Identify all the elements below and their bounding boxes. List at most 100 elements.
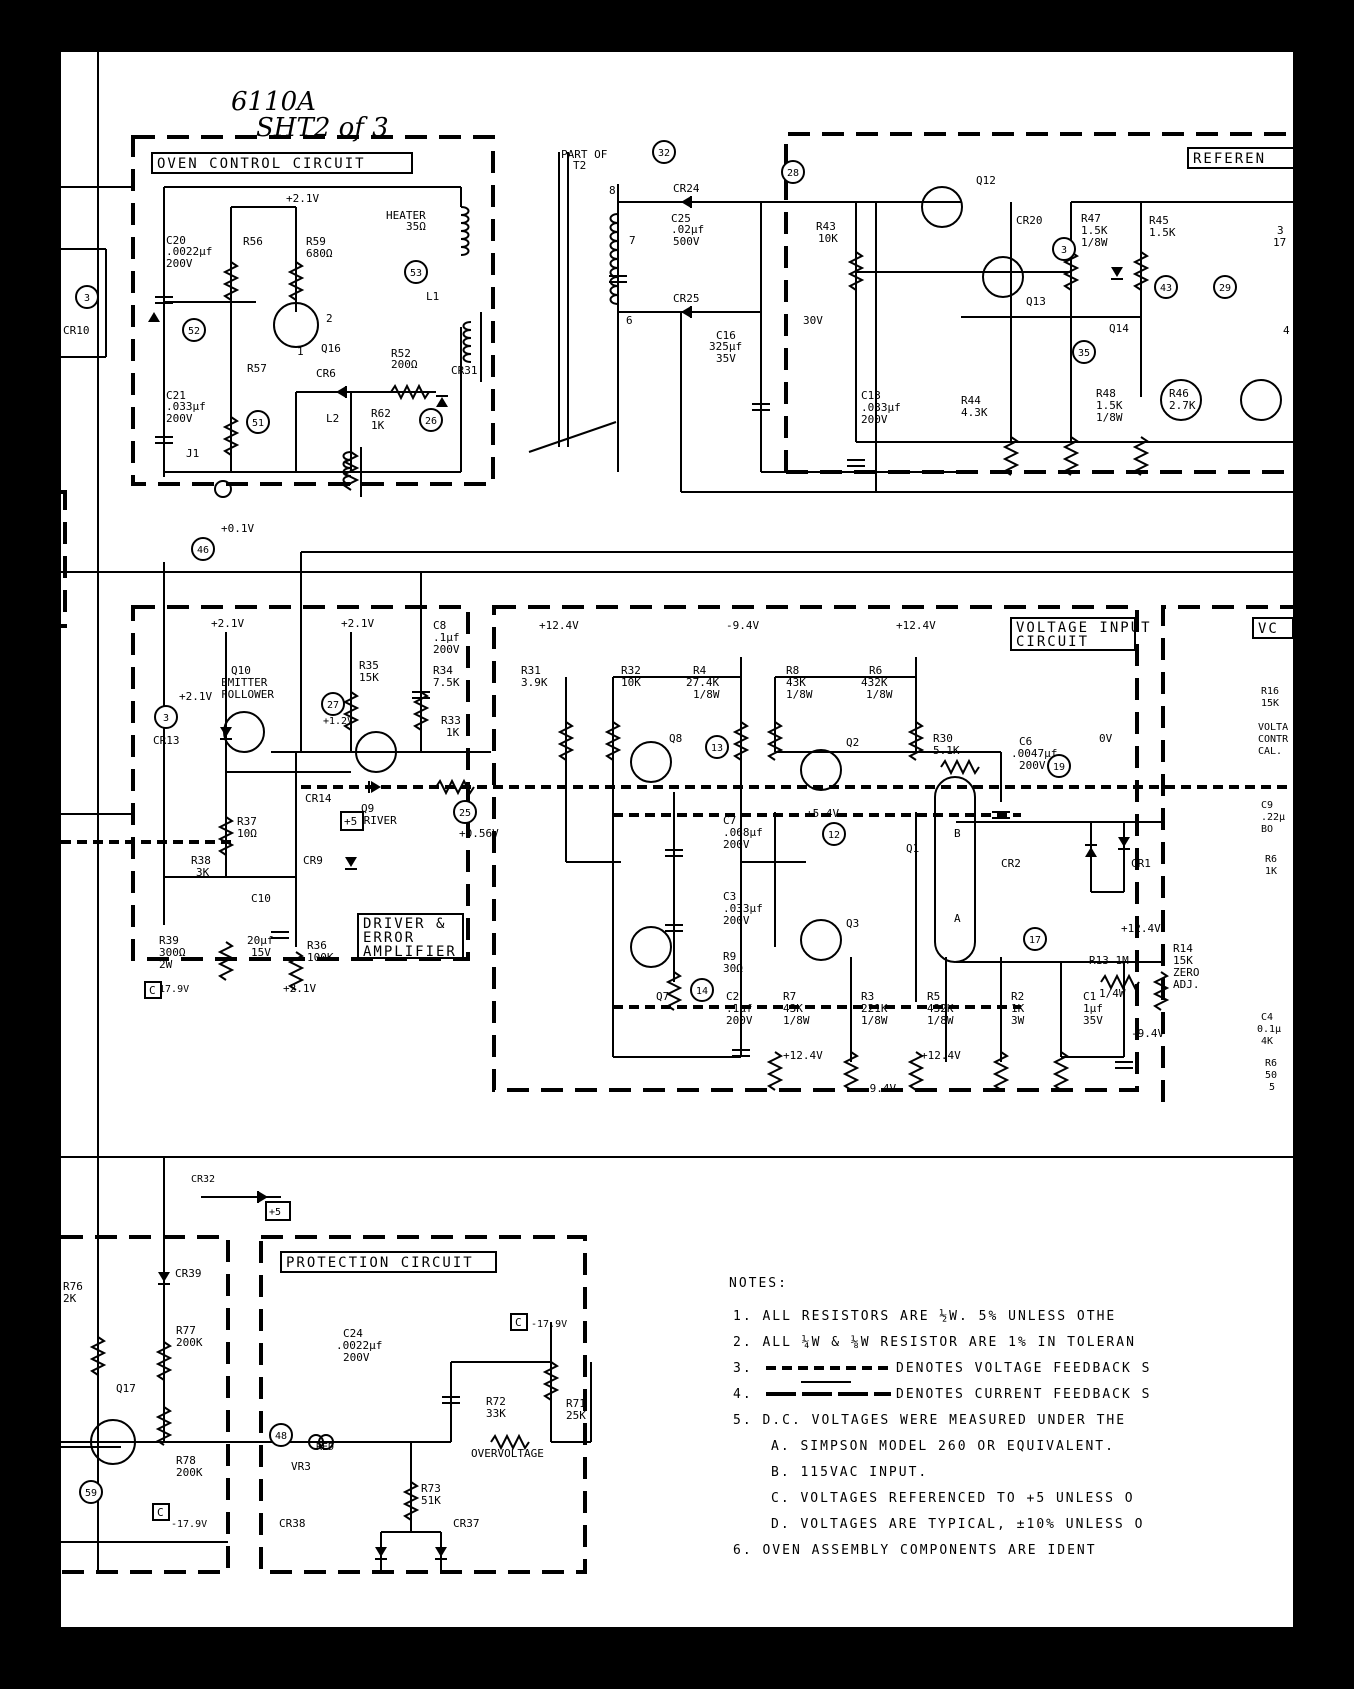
note-3: DENOTES VOLTAGE FEEDBACK S	[896, 1361, 1152, 1376]
node-13-label: 13	[711, 743, 723, 754]
right-truncated-labels: R16 15K VOLTA CONTR CAL. C9 .22µ BO R6 1…	[1257, 686, 1289, 1093]
note-5: 5. D.C. VOLTAGES WERE MEASURED UNDER THE	[733, 1413, 1126, 1428]
r46-label: R46	[1169, 387, 1189, 400]
t2-label-1: PART OF	[561, 148, 607, 161]
r5-value: 432K	[927, 1002, 954, 1015]
node-25-label: 25	[459, 808, 471, 819]
c20-value: .0022µf	[166, 245, 212, 258]
driver-supply-b: +2.1V	[341, 617, 374, 630]
c20-rating: 200V	[166, 257, 193, 270]
c24-value: .0022µf	[336, 1339, 382, 1352]
r48-rating: 1/8W	[1096, 411, 1123, 424]
r48-value: 1.5K	[1096, 399, 1123, 412]
node-3-label: 3	[84, 293, 90, 304]
c13-value: .033µf	[861, 401, 901, 414]
c25-rating: 500V	[673, 235, 700, 248]
cr10-label: CR10	[63, 324, 90, 337]
cr32-label: CR32	[191, 1174, 215, 1185]
notes-heading: NOTES:	[729, 1276, 788, 1291]
r6-rating: 1/8W	[866, 688, 893, 701]
voltage-input-labels: +12.4V -9.4V +12.4V R31 3.9K R32 10K R4 …	[521, 619, 1200, 1095]
vin-neg-a: -9.4V	[726, 619, 759, 632]
r14-value: 15K	[1173, 954, 1193, 967]
reference-title: REFEREN	[1193, 151, 1266, 167]
vin-5v4: +5.4V	[806, 807, 839, 820]
r32-value: 10K	[621, 676, 641, 689]
oven-control-box	[131, 135, 495, 486]
node27-voltage: +1.2V	[323, 716, 353, 727]
r45-value: 1.5K	[1149, 226, 1176, 239]
sheet-note: 6110A	[231, 87, 316, 117]
trunc-c4-value: 0.1µ	[1257, 1024, 1281, 1035]
r77-value: 200K	[176, 1336, 203, 1349]
r2-label: R2	[1011, 990, 1024, 1003]
trunc-c4-rating: 4K	[1261, 1036, 1273, 1047]
r14-label: R14	[1173, 942, 1193, 955]
c10-rating: 15V	[251, 946, 271, 959]
r32-label: R32	[621, 664, 641, 677]
vin-supply-c: +12.4V	[783, 1049, 823, 1062]
q14-label: Q14	[1109, 322, 1129, 335]
r3-value: 221K	[861, 1002, 888, 1015]
r4-rating: 1/8W	[693, 688, 720, 701]
r57-label: R57	[247, 362, 267, 375]
c10-label: C10	[251, 892, 271, 905]
r4-label: R4	[693, 664, 707, 677]
trunc-r6: R6	[1265, 854, 1277, 865]
r59-label: R59	[306, 235, 326, 248]
c8-label: C8	[433, 619, 446, 632]
r48-label: R48	[1096, 387, 1116, 400]
c25-value: .02µf	[671, 223, 704, 236]
r62-label: R62	[371, 407, 391, 420]
q1-b: B	[954, 827, 961, 840]
cr31-label: CR31	[451, 364, 478, 377]
c7-value: .068µf	[723, 826, 763, 839]
driver-labels: +0.1V +2.1V +2.1V Q10 EMITTER FOLLOWER C…	[144, 522, 499, 999]
node-51-label: 51	[252, 418, 264, 429]
note-4-num: 4.	[733, 1387, 753, 1402]
driver-common-ref: C	[149, 984, 156, 997]
vr3-label: VR3	[291, 1460, 311, 1473]
r30-label: R30	[933, 732, 953, 745]
driver-box	[131, 605, 470, 961]
node-29-label: 29	[1219, 283, 1231, 294]
note-6: 6. OVEN ASSEMBLY COMPONENTS ARE IDENT	[733, 1543, 1097, 1558]
r4-value: 27.4K	[686, 676, 719, 689]
r30-value: 5.1K	[933, 744, 960, 757]
driver-neg-supply: -17.9V	[153, 984, 189, 995]
schematic-sheet: 6110A SHT2 of 3 OVEN CONTROL CIRCUIT REF…	[61, 52, 1293, 1627]
cr2-label: CR2	[1001, 857, 1021, 870]
r76-label: R76	[63, 1280, 83, 1293]
r6-value: 432K	[861, 676, 888, 689]
c2-rating: 200V	[726, 1014, 753, 1027]
left-lower-box	[61, 1235, 230, 1574]
node-3-label: 3	[163, 713, 169, 724]
vr3-red: RED	[316, 1442, 334, 1453]
q10-desc-2: FOLLOWER	[221, 688, 274, 701]
ref-trunc-3: 4	[1283, 324, 1290, 337]
r7-rating: 1/8W	[783, 1014, 810, 1027]
cr14-label: CR14	[305, 792, 332, 805]
r38-label: R38	[191, 854, 211, 867]
node-26-label: 26	[425, 416, 437, 427]
r76-value: 2K	[63, 1292, 77, 1305]
r46-value: 2.7K	[1169, 399, 1196, 412]
ref-trunc-1: 3	[1277, 224, 1284, 237]
cr1-label: CR1	[1131, 857, 1151, 870]
r71-label: R71	[566, 1397, 586, 1410]
r77-label: R77	[176, 1324, 196, 1337]
notes: NOTES: 1. ALL RESISTORS ARE ½W. 5% UNLES…	[729, 1276, 1152, 1558]
r78-label: R78	[176, 1454, 196, 1467]
t2-pin-8: 8	[609, 184, 616, 197]
r7-label: R7	[783, 990, 796, 1003]
c1-label: C1	[1083, 990, 1096, 1003]
node-19-label: 19	[1053, 762, 1065, 773]
c16-rating: 35V	[716, 352, 736, 365]
r5-label: R5	[927, 990, 940, 1003]
c6-rating: 200V	[1019, 759, 1046, 772]
node-43-label: 43	[1160, 283, 1172, 294]
voltage-input-box	[492, 605, 1139, 1092]
q9-label: Q9	[361, 802, 374, 815]
diodes	[148, 196, 1130, 1560]
c3-value: .033µf	[723, 902, 763, 915]
